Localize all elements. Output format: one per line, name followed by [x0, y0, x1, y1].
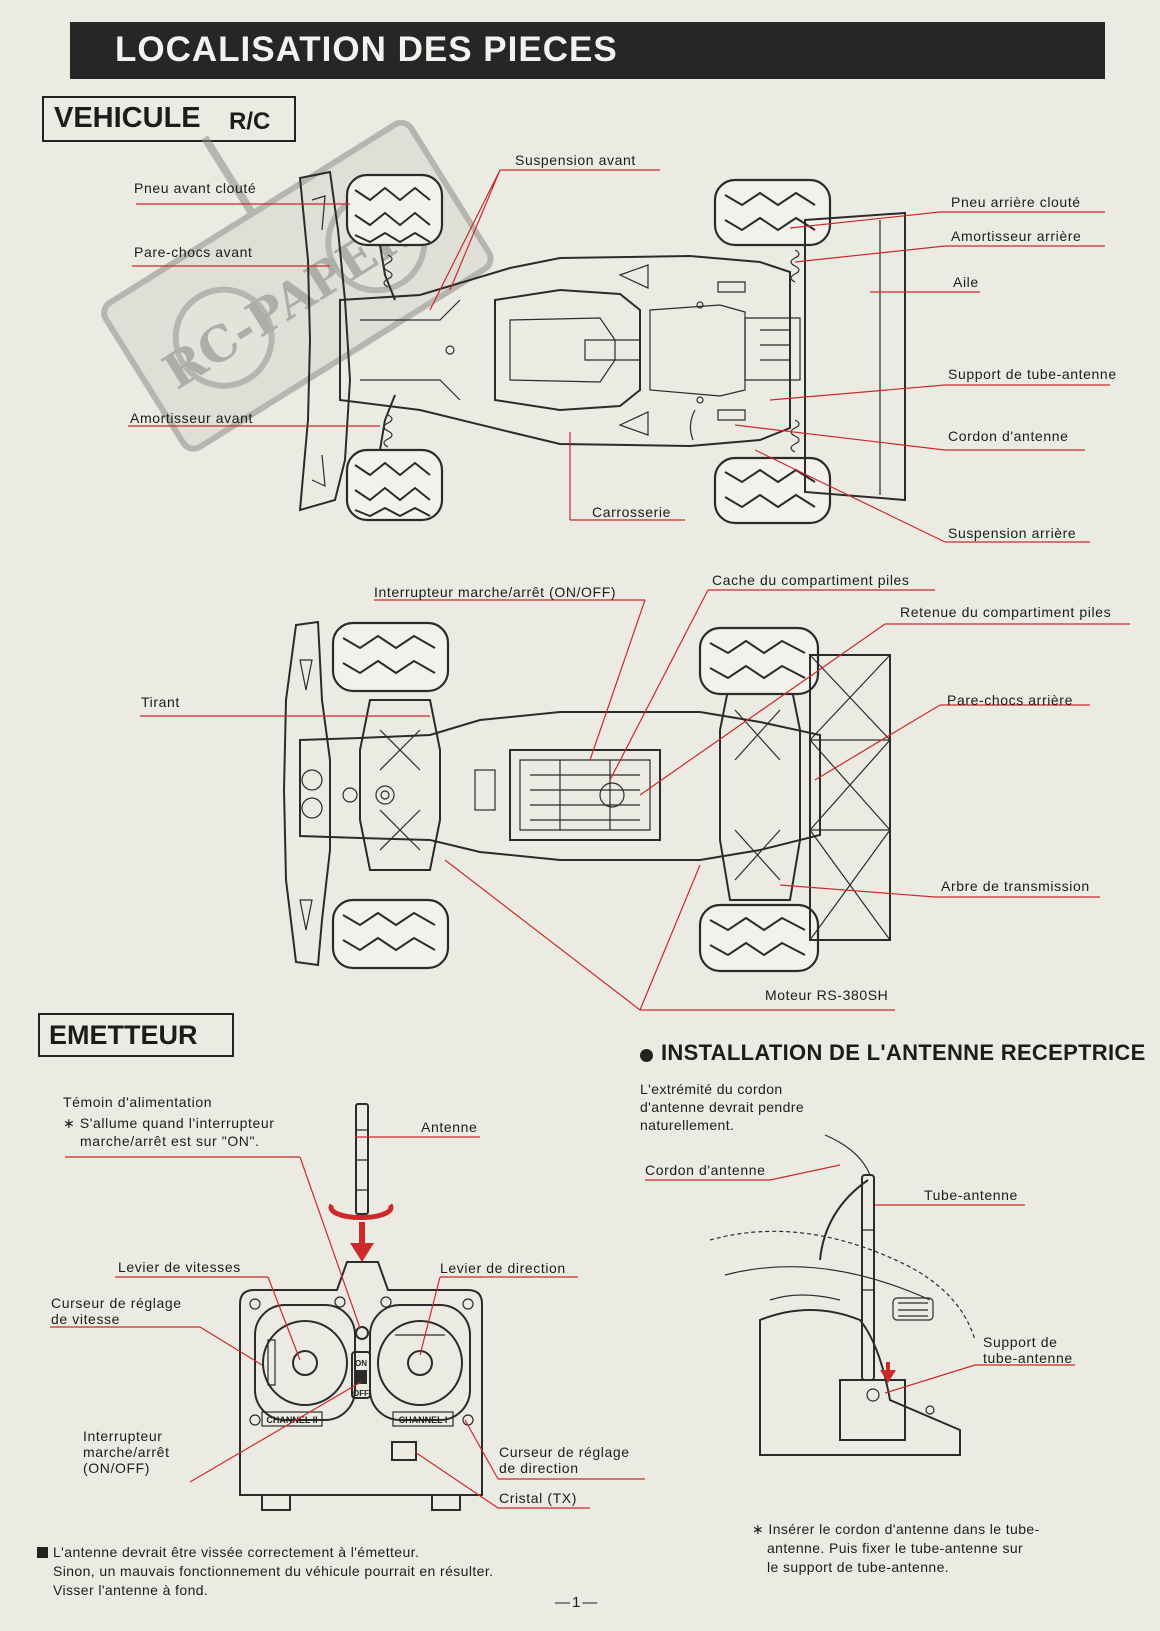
label-pneu-avant: Pneu avant clouté [134, 180, 257, 196]
temoin-note-line2: marche/arrêt est sur "ON". [80, 1133, 260, 1149]
installation-intro-line3: naturellement. [640, 1117, 735, 1133]
antenna-note-line3: Visser l'antenne à fond. [53, 1582, 209, 1598]
label-retenue-piles: Retenue du compartiment piles [900, 604, 1112, 620]
label-interrupteur-tx-3: (ON/OFF) [83, 1460, 151, 1476]
label-cordon-antenne: Cordon d'antenne [948, 428, 1069, 444]
label-curseur-direction-2: de direction [499, 1460, 579, 1476]
channel-2-label: CHANNEL II [266, 1415, 317, 1425]
transmitter-drawing [239, 1103, 483, 1511]
label-install-support-1: Support de [983, 1334, 1058, 1350]
page-header-banner: LOCALISATION DES PIECES [70, 22, 1105, 79]
installation-note-line1: ∗ Insérer le cordon d'antenne dans le tu… [752, 1521, 1040, 1537]
vehicle-heading: VEHICULE R/C [42, 96, 296, 142]
installation-intro-line2: d'antenne devrait pendre [640, 1099, 805, 1115]
emetteur-heading-text: EMETTEUR [49, 1020, 198, 1050]
label-interrupteur: Interrupteur marche/arrêt (ON/OFF) [374, 584, 617, 600]
channel-1-label: CHANNEL I [399, 1415, 448, 1425]
installation-heading: INSTALLATION DE L'ANTENNE RECEPTRICE [661, 1040, 1146, 1065]
label-suspension-arriere: Suspension arrière [948, 525, 1077, 541]
vehicle-top-view [298, 170, 906, 525]
temoin-note-line1: ∗ S'allume quand l'interrupteur [63, 1115, 275, 1131]
label-curseur-vitesse-1: Curseur de réglage [51, 1295, 182, 1311]
label-suspension-avant: Suspension avant [515, 152, 636, 168]
vehicle-heading-text: VEHICULE [54, 102, 201, 134]
label-amortisseur-avant: Amortisseur avant [130, 410, 254, 426]
installation-note-line3: le support de tube-antenne. [767, 1559, 950, 1575]
note-bullet-square [37, 1547, 48, 1558]
installation-intro-line1: L'extrémité du cordon [640, 1081, 783, 1097]
antenna-note-line1: L'antenne devrait être vissée correcteme… [53, 1544, 420, 1560]
installation-bullet [640, 1049, 653, 1062]
label-install-support-2: tube-antenne [983, 1350, 1073, 1366]
label-levier-direction: Levier de direction [440, 1260, 566, 1276]
label-curseur-direction-1: Curseur de réglage [499, 1444, 630, 1460]
label-arbre-transmission: Arbre de transmission [941, 878, 1090, 894]
label-temoin: Témoin d'alimentation [63, 1094, 213, 1110]
label-curseur-vitesse-2: de vitesse [51, 1311, 121, 1327]
label-pare-chocs-arriere: Pare-chocs arrière [947, 692, 1073, 708]
label-pare-chocs-avant: Pare-chocs avant [134, 244, 253, 260]
page-title: LOCALISATION DES PIECES [115, 30, 618, 69]
leader-lines [50, 169, 1130, 1509]
label-pneu-arriere: Pneu arrière clouté [951, 194, 1081, 210]
label-aile: Aile [953, 274, 979, 290]
label-interrupteur-tx-1: Interrupteur [83, 1428, 163, 1444]
switch-off-label: OFF [353, 1389, 369, 1398]
vehicle-bottom-view [282, 620, 891, 973]
label-levier-vitesses: Levier de vitesses [118, 1259, 241, 1275]
label-antenne: Antenne [421, 1119, 478, 1135]
label-cache-piles: Cache du compartiment piles [712, 572, 910, 588]
label-install-tube: Tube-antenne [924, 1187, 1018, 1203]
label-amortisseur-arriere: Amortisseur arrière [951, 228, 1082, 244]
label-tirant: Tirant [141, 694, 180, 710]
label-carrosserie: Carrosserie [592, 504, 671, 520]
label-install-cordon: Cordon d'antenne [645, 1162, 766, 1178]
switch-on-label: ON [355, 1359, 367, 1368]
emetteur-heading: EMETTEUR [38, 1013, 234, 1057]
antenna-note-line2: Sinon, un mauvais fonctionnement du véhi… [53, 1563, 494, 1579]
label-cristal: Cristal (TX) [499, 1490, 577, 1506]
page-number: —1— [555, 1594, 600, 1611]
installation-note-line2: antenne. Puis fixer le tube-antenne sur [767, 1540, 1024, 1556]
label-support-tube: Support de tube-antenne [948, 366, 1117, 382]
label-interrupteur-tx-2: marche/arrêt [83, 1444, 170, 1460]
label-moteur: Moteur RS-380SH [765, 987, 889, 1003]
vehicle-heading-rc: R/C [229, 108, 271, 135]
antenna-installation-drawing [709, 1134, 976, 1456]
watermark-stamp: RC-PAPERS [101, 119, 494, 452]
